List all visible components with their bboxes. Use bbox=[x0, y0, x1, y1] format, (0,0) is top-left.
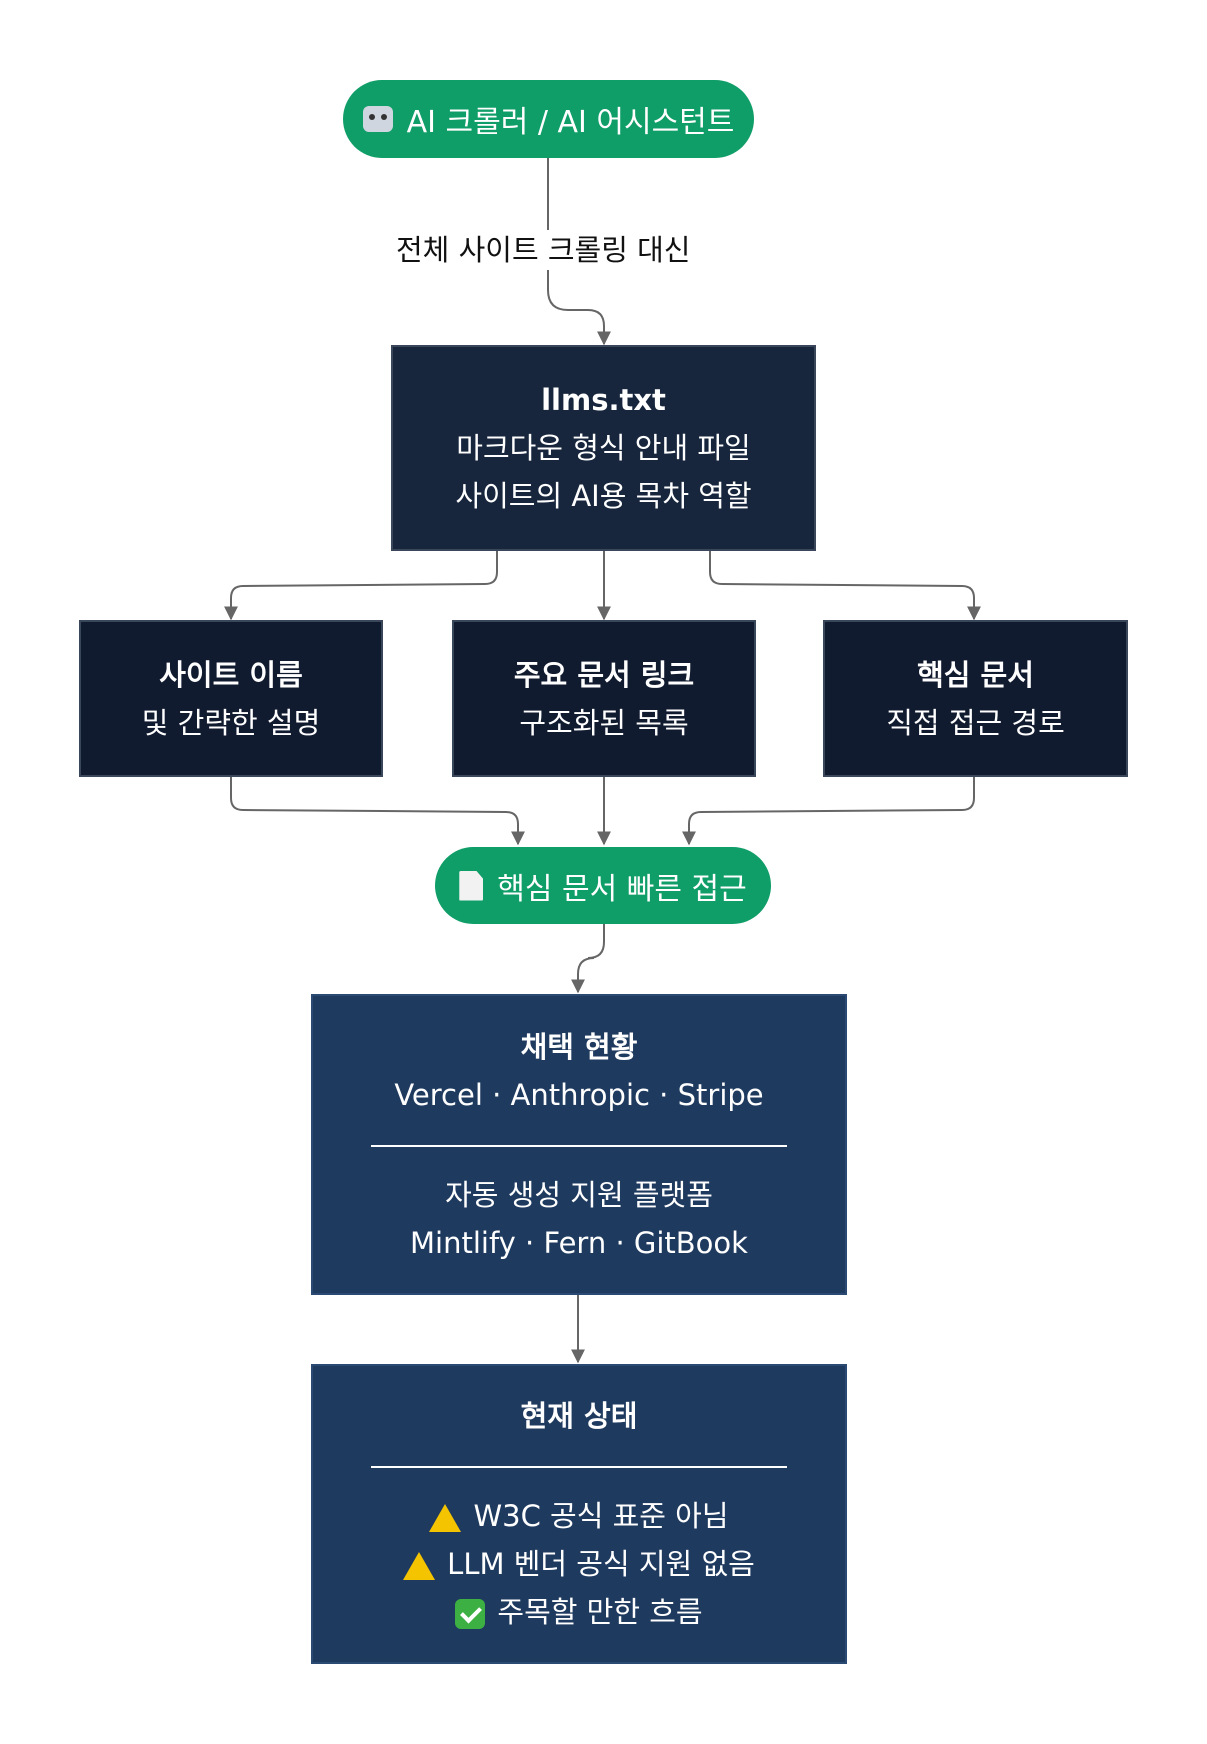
llms-txt-node: llms.txt 마크다운 형식 안내 파일 사이트의 AI용 목차 역할 bbox=[391, 345, 816, 551]
warning-icon bbox=[403, 1552, 436, 1580]
core-docs-sub: 직접 접근 경로 bbox=[886, 705, 1065, 740]
core-docs-node: 핵심 문서 직접 접근 경로 bbox=[823, 620, 1128, 777]
status-item1: W3C 공식 표준 아님 bbox=[429, 1492, 729, 1540]
status-item1-text: W3C 공식 표준 아님 bbox=[473, 1499, 729, 1533]
adoption-line1: Vercel · Anthropic · Stripe bbox=[394, 1077, 764, 1112]
site-name-sub: 및 간략한 설명 bbox=[141, 705, 321, 740]
adoption-title: 채택 현황 bbox=[520, 1029, 638, 1064]
adoption-line2: 자동 생성 지원 플랫폼 bbox=[445, 1177, 713, 1212]
warning-icon bbox=[429, 1504, 462, 1532]
document-icon bbox=[459, 870, 484, 901]
main-links-node: 주요 문서 링크 구조화된 목록 bbox=[452, 620, 756, 777]
status-divider bbox=[371, 1466, 787, 1468]
edge-label-instead-of-crawl: 전체 사이트 크롤링 대신 bbox=[392, 230, 695, 270]
status-node: 현재 상태 W3C 공식 표준 아님 LLM 벤더 공식 지원 없음 주목할 만… bbox=[311, 1364, 847, 1664]
crawler-label: AI 크롤러 / AI 어시스턴트 bbox=[406, 105, 735, 140]
quick-access-label: 핵심 문서 빠른 접근 bbox=[497, 871, 747, 907]
check-icon bbox=[455, 1599, 486, 1629]
quick-access-node: 핵심 문서 빠른 접근 bbox=[435, 847, 771, 924]
edge-site-name-to-quick bbox=[230, 777, 525, 846]
adoption-node: 채택 현황 Vercel · Anthropic · Stripe 자동 생성 … bbox=[311, 994, 847, 1295]
status-item3: 주목할 만한 흐름 bbox=[455, 1588, 703, 1636]
status-item2-text: LLM 벤더 공식 지원 없음 bbox=[447, 1547, 755, 1581]
llms-line2: 사이트의 AI용 목차 역할 bbox=[455, 479, 752, 513]
llms-title: llms.txt bbox=[541, 383, 666, 417]
edge-llms-to-site-name bbox=[224, 551, 498, 621]
edge-llms-to-core-docs bbox=[709, 551, 981, 621]
adoption-line3: Mintlify · Fern · GitBook bbox=[410, 1225, 748, 1260]
edge-crawler-to-llms bbox=[547, 158, 611, 346]
robot-icon bbox=[362, 106, 393, 132]
status-item3-text: 주목할 만한 흐름 bbox=[497, 1595, 703, 1629]
main-links-sub: 구조화된 목록 bbox=[519, 705, 689, 740]
main-links-title: 주요 문서 링크 bbox=[513, 657, 695, 692]
status-title: 현재 상태 bbox=[520, 1399, 638, 1433]
site-name-node: 사이트 이름 및 간략한 설명 bbox=[79, 620, 383, 777]
crawler-node: AI 크롤러 / AI 어시스턴트 bbox=[343, 80, 754, 158]
status-item2: LLM 벤더 공식 지원 없음 bbox=[403, 1540, 755, 1588]
edge-quick-to-adoption bbox=[571, 924, 605, 994]
llms-line1: 마크다운 형식 안내 파일 bbox=[456, 431, 751, 465]
core-docs-title: 핵심 문서 bbox=[917, 657, 1034, 692]
adoption-divider bbox=[371, 1144, 787, 1147]
edge-core-docs-to-quick bbox=[682, 777, 975, 846]
site-name-title: 사이트 이름 bbox=[159, 657, 303, 692]
